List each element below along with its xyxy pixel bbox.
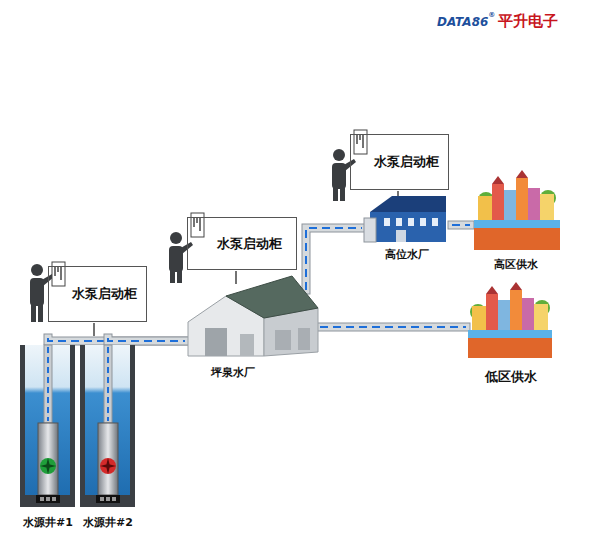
water-pipe [452,225,470,226]
caption: 高位水厂 [385,247,429,262]
caption: 高区供水 [494,257,538,272]
plant-node: 高位水厂 [362,190,452,262]
water-pipe [320,327,466,328]
caption: 低区供水 [485,368,537,386]
supply-node: 高区供水 [470,168,562,272]
caption: 坪泉水厂 [211,365,255,380]
water-pipe [48,338,185,341]
well-2 [80,345,135,507]
caption: 水源井#1 [23,515,73,530]
supply-node: 低区供水 [466,283,556,386]
well-1 [20,345,75,507]
panel-bars [55,134,363,280]
city-high [474,170,560,250]
cabinet-callout: 水泵启动柜 [187,217,297,270]
panel-icons [52,130,367,286]
well-node: 水源井#1 [18,338,78,530]
cabinet-callout: 水泵启动柜 [350,134,449,190]
water-pipe [306,228,362,290]
callout-text: 水泵启动柜 [374,153,439,171]
cabinet-callout: 水泵启动柜 [48,266,147,322]
logo-mark: ® [488,11,495,19]
water-pipe [108,338,185,341]
plant-building [188,276,318,356]
person-icons [30,149,356,322]
city-low [468,282,552,358]
well-node: 水源井#2 [78,338,138,530]
callout-text: 水泵启动柜 [217,235,282,253]
logo-text: 平升电子 [498,12,558,31]
high-plant-building [364,196,446,242]
caption: 水源井#2 [83,515,133,530]
logo-text: DATA86 [437,15,488,29]
callout-text: 水泵启动柜 [72,285,137,303]
plant-node: 坪泉水厂 [185,268,320,380]
